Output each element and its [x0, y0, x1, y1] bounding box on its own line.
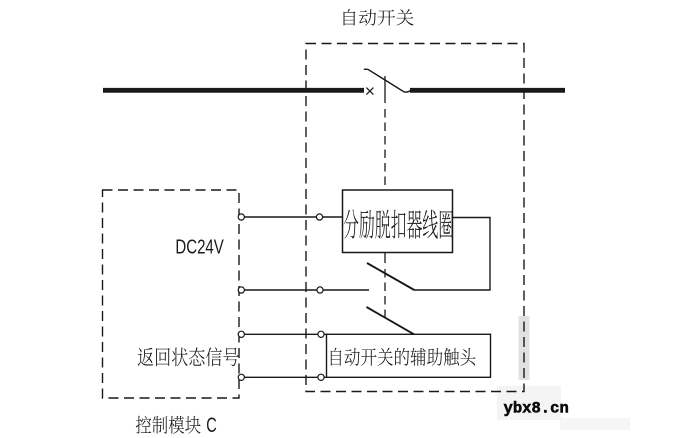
- svg-text:DC24V: DC24V: [175, 235, 224, 258]
- svg-text:ybx8.cn: ybx8.cn: [504, 399, 569, 417]
- svg-text:C: C: [206, 414, 217, 437]
